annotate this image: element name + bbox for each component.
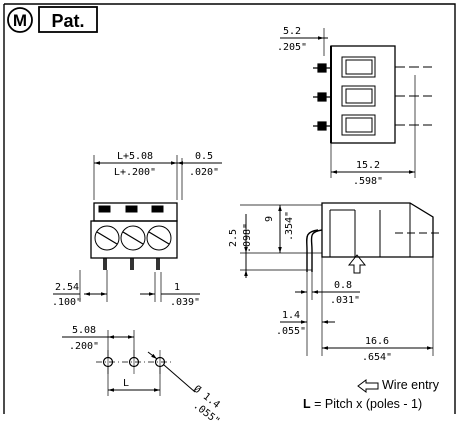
- front-left-in: .100": [52, 297, 82, 308]
- footprint-pitch-in: .200": [69, 341, 99, 352]
- top-view: [280, 28, 432, 178]
- patent-badge-text: Pat.: [51, 11, 84, 31]
- side-pinoff-mm: 1.4: [282, 310, 300, 321]
- front-pin-in: .039": [170, 297, 200, 308]
- side-depth-in: .654": [362, 352, 392, 363]
- formula-note: L = Pitch x (poles - 1): [303, 397, 422, 411]
- top-offset-mm: 5.2: [283, 26, 301, 37]
- side-pinw-mm: 0.8: [334, 280, 352, 291]
- formula-symbol: L: [303, 397, 311, 411]
- side-pinoff-in: .055": [276, 326, 306, 337]
- footprint-pitch-mm: 5.08: [72, 325, 96, 336]
- top-offset-in: .205": [277, 42, 307, 53]
- front-view: [53, 155, 222, 302]
- footprint: [62, 330, 196, 396]
- front-pin-mm: 1: [174, 282, 180, 293]
- side-depth-mm: 16.6: [365, 336, 389, 347]
- diameter-symbol: Ø: [191, 383, 203, 396]
- side-view: [240, 202, 440, 356]
- side-pinlen-mm: 2.5: [228, 229, 239, 247]
- marking-badge: M: [7, 7, 33, 33]
- drawing-frame: [4, 3, 456, 414]
- side-pinlen-in: .098": [242, 223, 253, 253]
- patent-badge: Pat.: [38, 6, 98, 33]
- wire-entry-label: Wire entry: [382, 378, 439, 392]
- formula-text: = Pitch x (poles - 1): [314, 397, 423, 411]
- front-span-in: L+.200": [114, 167, 156, 178]
- marking-badge-text: M: [13, 11, 27, 30]
- side-pinw-in: .031": [330, 295, 360, 306]
- front-edge-in: .020": [189, 167, 219, 178]
- side-height-mm: 9: [264, 216, 275, 222]
- footprint-pitch-symbol: L: [123, 378, 129, 389]
- front-edge-mm: 0.5: [195, 151, 213, 162]
- wire-entry-arrow-icon: [357, 379, 379, 393]
- front-left-mm: 2.54: [55, 282, 79, 293]
- top-width-in: .598": [353, 176, 383, 187]
- front-span-mm: L+5.08: [117, 151, 153, 162]
- side-height-in: .354": [284, 211, 295, 241]
- top-width-mm: 15.2: [356, 160, 380, 171]
